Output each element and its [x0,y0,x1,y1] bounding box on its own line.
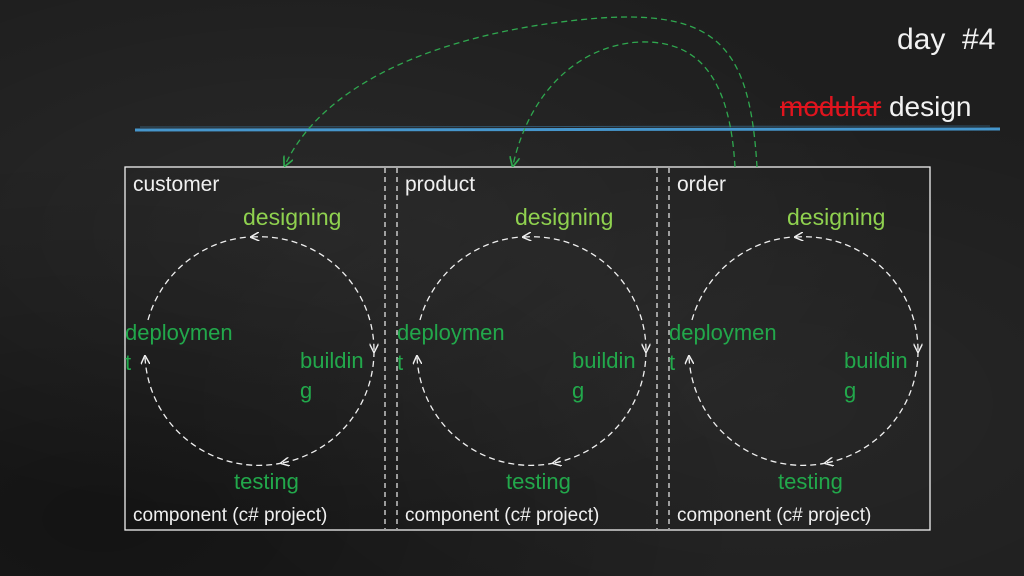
component-footer-order: component (c# project) [677,505,872,526]
cycle-arc-building-to-testing [554,350,647,463]
cycle-arc-deployment-to-designing [147,236,249,321]
stage-testing-customer: testing [234,469,299,494]
stage-testing-product: testing [506,469,571,494]
cycle-arc-designing-to-building [796,237,918,351]
component-name-order: order [677,173,727,196]
stage-deployment-customer: deploymen t [125,320,233,375]
stage-building-product: buildin g [572,348,636,403]
cycle-arc-building-to-testing [826,350,919,463]
stage-deployment-product: deploymen t [397,320,505,375]
component-footer-customer: component (c# project) [133,505,328,526]
slide-subtitle: modular design [780,93,971,121]
stage-designing-order: designing [787,204,886,230]
dependency-arrow-order-to-product [513,41,736,167]
stage-building-order: buildin g [844,348,908,403]
cycle-arc-deployment-to-designing [419,236,521,321]
cycle-arc-designing-to-building [524,237,646,351]
dependency-arrow-order-to-customer [285,16,758,167]
subtitle-struck-word: modular [780,91,882,122]
cycle-arc-deployment-to-designing [691,236,793,321]
stage-designing-customer: designing [243,204,342,230]
subtitle-rest: design [881,91,972,122]
lifecycle-cycle-product [417,237,646,466]
stage-deployment-order: deploymen t [669,320,777,375]
cycle-arc-designing-to-building [252,237,374,351]
stage-designing-product: designing [515,204,614,230]
stage-testing-order: testing [778,469,843,494]
cycle-arc-building-to-testing [282,350,375,463]
component-name-product: product [405,173,476,196]
component-name-customer: customer [133,173,220,196]
accent-divider-line-shadow [139,125,991,128]
component-footer-product: component (c# project) [405,505,600,526]
accent-divider-line [134,127,1001,132]
slide-title: day #4 [897,23,996,56]
components-frame [124,166,931,531]
lifecycle-cycle-order [689,237,918,466]
lifecycle-cycle-customer [145,237,374,466]
stage-building-customer: buildin g [300,348,364,403]
